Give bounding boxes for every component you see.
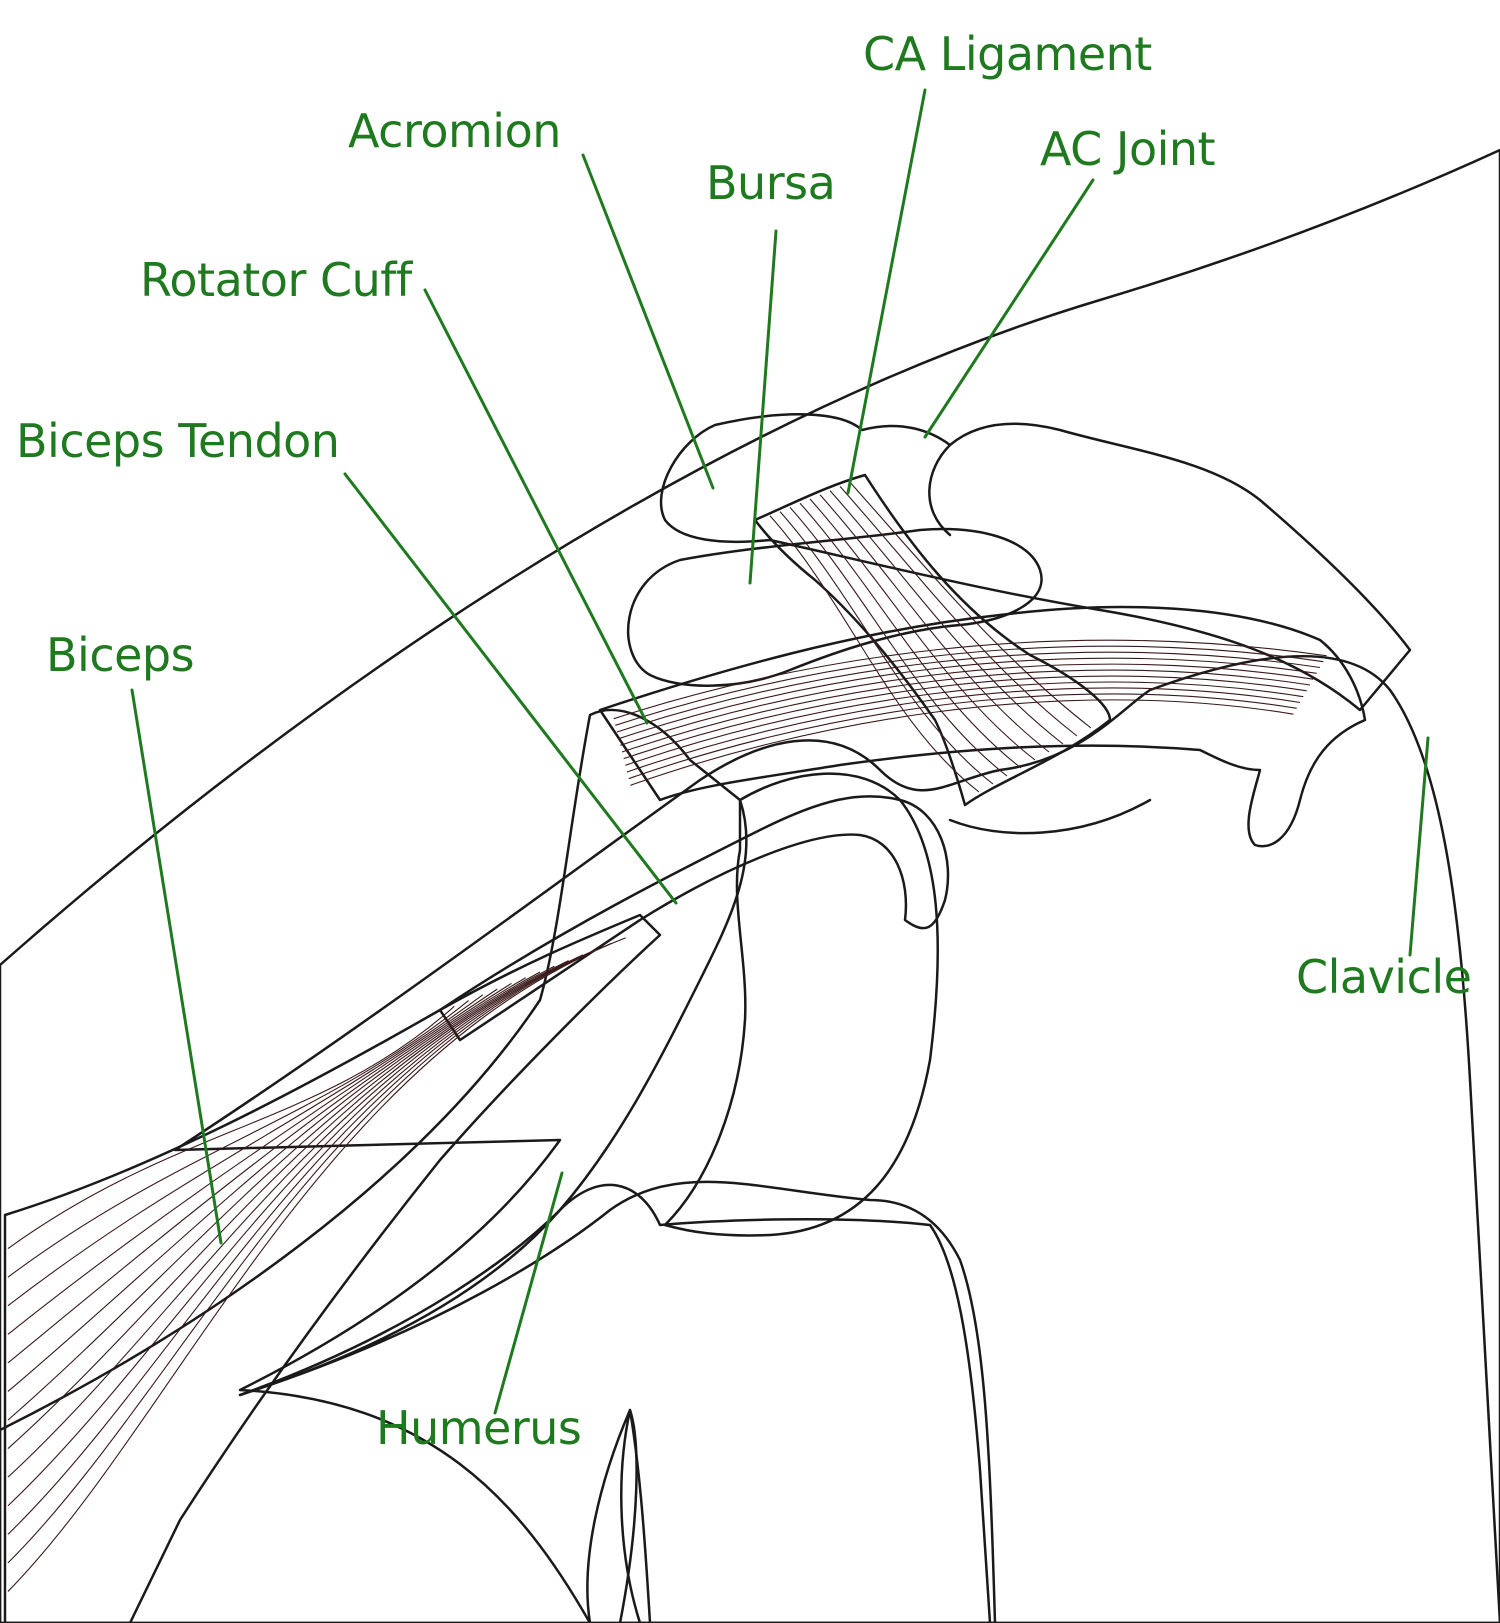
biceps-fiber (7, 937, 626, 1592)
clavicle-end (948, 798, 1152, 835)
leader-biceps (130, 688, 223, 1245)
label-biceps: Biceps (46, 628, 195, 682)
rotator-cuff-fiber (630, 699, 1294, 786)
scapula-bone (173, 654, 1500, 1623)
ca-ligament (753, 473, 1112, 807)
leader-acromion (581, 153, 715, 490)
biceps-fiber (7, 971, 541, 1421)
ca-ligament-fiber (839, 486, 1078, 737)
skin-region (0, 148, 1500, 1623)
biceps-fiber (7, 994, 484, 1307)
label-ca-ligament: CA Ligament (863, 27, 1152, 81)
ca-ligament-fiber (799, 502, 1022, 769)
biceps-muscle-fibers (7, 937, 626, 1592)
rotator-cuff-fiber (613, 639, 1327, 720)
biceps-fiber (7, 982, 512, 1364)
biceps-fiber (7, 1000, 469, 1278)
rotator-cuff-fiber (616, 651, 1321, 733)
ca-ligament-fiber (779, 511, 994, 785)
acromion-bone (659, 413, 1412, 712)
ca-ligament-fiber (829, 490, 1064, 745)
biceps-fiber (7, 965, 555, 1449)
ac-joint-line (928, 443, 952, 537)
ca-ligament-fiber (809, 498, 1036, 761)
leader-clavicle (1408, 736, 1430, 957)
biceps-fiber (7, 954, 584, 1507)
biceps-fiber (7, 1005, 455, 1250)
rotator-cuff-fiber (623, 675, 1307, 760)
leader-rotator-cuff (423, 288, 649, 725)
rotator-cuff-fiber (626, 687, 1301, 773)
rotator-cuff-fiber (618, 657, 1317, 740)
label-humerus: Humerus (376, 1401, 582, 1455)
leader-ac-joint (923, 178, 1095, 439)
humerus-bone (0, 708, 997, 1623)
ca-ligament-fiber (849, 481, 1092, 729)
biceps-fiber (7, 988, 498, 1335)
ca-ligament-fiber (769, 515, 980, 793)
label-bursa: Bursa (706, 156, 836, 210)
label-rotator-cuff: Rotator Cuff (140, 253, 412, 307)
leader-humerus (493, 1171, 564, 1415)
label-clavicle: Clavicle (1296, 950, 1472, 1004)
rotator-cuff-fiber (620, 663, 1314, 746)
rotator-cuff-fiber (615, 645, 1324, 726)
leader-biceps-tendon (343, 472, 678, 905)
label-biceps-tendon: Biceps Tendon (16, 414, 340, 468)
label-ac-joint: AC Joint (1040, 122, 1216, 176)
humerus-lower-skin (238, 1183, 992, 1623)
biceps-fiber (7, 977, 526, 1392)
ca-ligament-fiber (819, 494, 1050, 753)
ca-ligament-fiber (789, 507, 1008, 777)
label-acromion: Acromion (348, 104, 561, 158)
rotator-cuff-fiber (625, 681, 1304, 766)
biceps-muscle (3, 913, 662, 1623)
biceps-fiber (7, 942, 612, 1564)
biceps-fiber (7, 948, 598, 1535)
leader-ca-ligament (846, 88, 927, 495)
leader-bursa (748, 229, 778, 585)
biceps-fiber (7, 960, 569, 1478)
rotator-cuff-fiber (628, 693, 1297, 780)
ca-ligament-fibers (769, 481, 1092, 793)
rotator-cuff-muscle (598, 605, 1367, 848)
biceps-tendon (438, 795, 950, 1042)
